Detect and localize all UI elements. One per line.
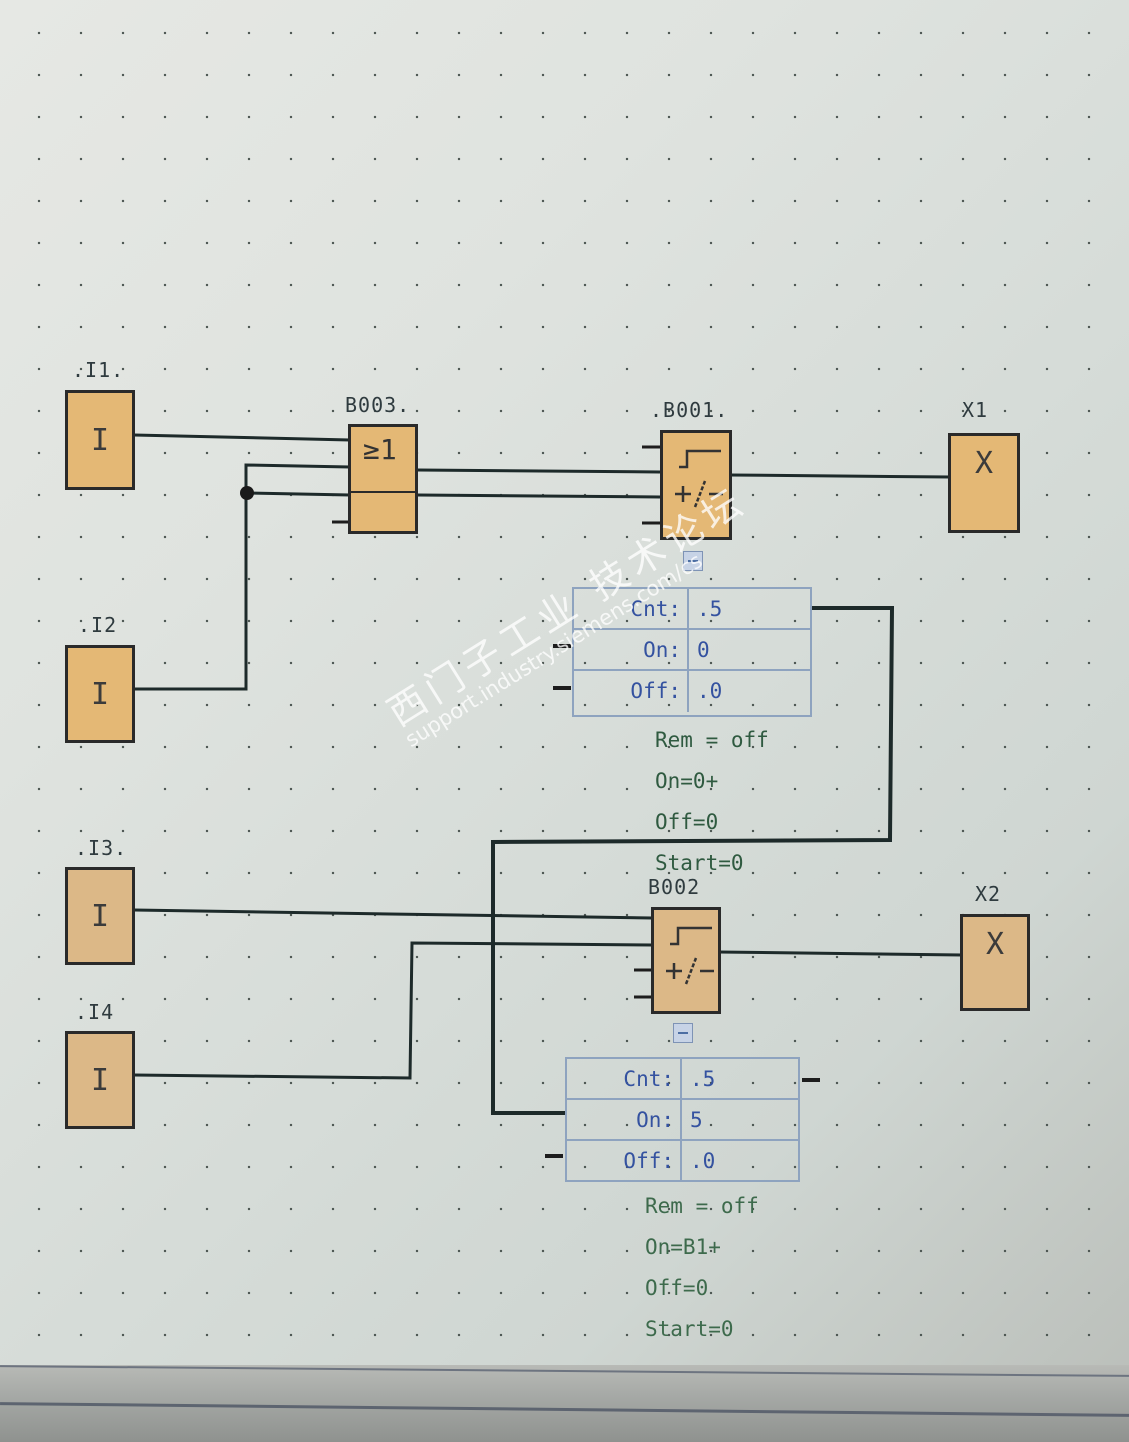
counter-icon xyxy=(666,926,714,985)
param-value: .5 xyxy=(697,597,723,621)
param-value: 5 xyxy=(690,1108,703,1132)
or-divider xyxy=(351,491,415,494)
param-row: On: 5 xyxy=(567,1100,798,1141)
wire-b002-x2 xyxy=(717,950,963,957)
wire-i4-b002 xyxy=(133,941,653,1080)
param-value: .5 xyxy=(690,1067,716,1091)
input-block-i4[interactable]: I xyxy=(65,1031,135,1129)
param-key: On: xyxy=(567,1100,682,1139)
input-i4-label: .I4 xyxy=(75,1000,115,1024)
param-key: Cnt: xyxy=(574,589,689,628)
setting-on: On=B1+ xyxy=(645,1235,721,1259)
param-row: Off: .0 xyxy=(574,671,810,712)
block-b001-counter[interactable] xyxy=(660,430,732,540)
wire-b001-to-b002 xyxy=(491,606,895,1115)
param-row: Cnt: .5 xyxy=(567,1059,798,1100)
wire-i2-b003 xyxy=(134,463,351,691)
setting-on: On=0+ xyxy=(655,769,719,793)
input-block-i1[interactable]: I xyxy=(65,390,135,490)
input-i1-label: .I1. xyxy=(72,358,125,382)
b001-settings: Rem = off On=0+ Off=0 Start=0 xyxy=(655,720,769,884)
input-block-i2[interactable]: I xyxy=(65,645,135,743)
wire-junction-dot xyxy=(240,486,254,500)
setting-start: Start=0 xyxy=(655,851,744,875)
wire-junction-b003-in3 xyxy=(245,491,351,497)
param-key: On: xyxy=(574,630,689,669)
param-key: Cnt: xyxy=(567,1059,682,1098)
setting-off: Off=0 xyxy=(655,810,719,834)
b001-param-table[interactable]: Cnt: .5 On: 0 Off: .0 xyxy=(572,587,812,717)
b002-param-table[interactable]: Cnt: .5 On: 5 Off: .0 xyxy=(565,1057,800,1182)
param-value: .0 xyxy=(697,679,723,703)
input-i2-glyph: I xyxy=(90,676,110,712)
input-block-i3[interactable]: I xyxy=(65,867,135,965)
param-value: 0 xyxy=(697,638,710,662)
param-row: On: 0 xyxy=(574,630,810,671)
param-key: Off: xyxy=(574,671,689,712)
input-i1-glyph: I xyxy=(90,422,110,458)
param-out-pin xyxy=(802,1078,820,1082)
wire-i3-b002 xyxy=(133,908,653,920)
setting-start: Start=0 xyxy=(645,1317,734,1341)
param-pin xyxy=(553,686,571,690)
input-i3-glyph: I xyxy=(90,898,110,934)
output-x2-glyph: X xyxy=(985,927,1005,962)
setting-off: Off=0 xyxy=(645,1276,709,1300)
output-x2-label: X2 xyxy=(975,882,1002,906)
counter-icon xyxy=(675,449,723,508)
collapse-b002-params-button[interactable] xyxy=(673,1023,693,1043)
input-i3-label: .I3. xyxy=(75,836,128,860)
block-b002-counter[interactable] xyxy=(651,907,721,1014)
param-row: Off: .0 xyxy=(567,1141,798,1182)
param-value: .0 xyxy=(690,1149,716,1173)
minus-icon xyxy=(688,560,698,562)
block-b001-label: .B001. xyxy=(650,398,729,422)
wire-b001-x1 xyxy=(729,473,951,479)
wire-i1-b003 xyxy=(133,433,351,442)
input-i4-glyph: I xyxy=(90,1062,110,1098)
collapse-b001-params-button[interactable] xyxy=(683,551,703,571)
output-block-x2[interactable]: X xyxy=(960,914,1030,1011)
block-b003-or[interactable]: ≥1 xyxy=(348,424,418,534)
param-key: Off: xyxy=(567,1141,682,1182)
block-b003-label: B003. xyxy=(345,393,411,417)
output-block-x1[interactable]: X xyxy=(948,433,1020,533)
wire-b003-b001-b xyxy=(417,493,661,499)
param-pin xyxy=(545,1154,563,1158)
setting-rem: Rem = off xyxy=(655,728,769,752)
block-b002-label: B002 xyxy=(648,875,701,899)
or-symbol: ≥1 xyxy=(363,433,397,466)
b002-settings: Rem = off On=B1+ Off=0 Start=0 xyxy=(645,1186,759,1350)
input-i2-label: .I2 xyxy=(78,613,118,637)
wire-b003-b001-a xyxy=(417,468,661,474)
param-pin xyxy=(553,644,571,648)
output-x1-label: X1 xyxy=(962,398,989,422)
param-row: Cnt: .5 xyxy=(574,589,810,630)
setting-rem: Rem = off xyxy=(645,1194,759,1218)
output-x1-glyph: X xyxy=(974,446,994,481)
minus-icon xyxy=(678,1032,688,1034)
